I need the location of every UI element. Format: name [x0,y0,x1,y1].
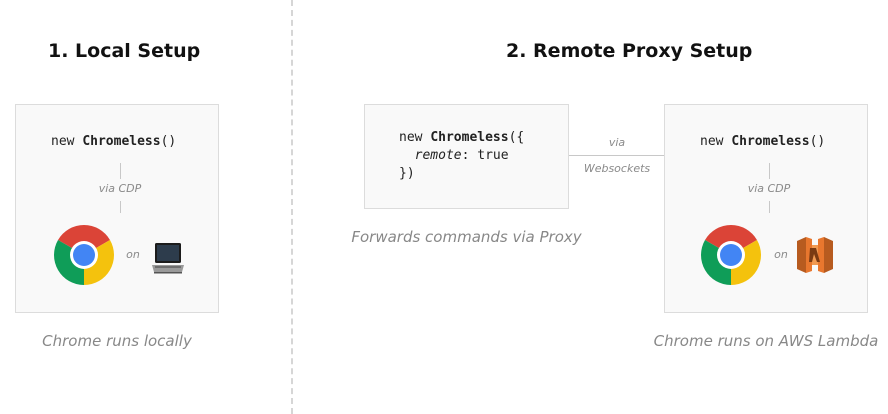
remote-setup-box: new Chromeless() via CDP on [664,104,868,313]
link-websockets-label: Websockets [583,162,651,175]
local-setup-heading: 1. Local Setup [48,40,201,62]
aws-lambda-icon [797,235,833,275]
section-divider [291,0,293,414]
remote-connector-bottom [769,201,770,213]
local-code: new Chromeless() [51,134,177,149]
remote-caption: Chrome runs on AWS Lambda [653,332,879,350]
chrome-icon [54,225,114,285]
local-on-label: on [126,248,140,261]
remote-code: new Chromeless() [700,134,826,149]
local-setup-box: new Chromeless() via CDP on [15,104,219,313]
link-via-label: via [608,136,626,149]
chrome-icon [701,225,761,285]
local-via-cdp-label: via CDP [98,182,142,195]
remote-via-cdp-label: via CDP [747,182,791,195]
proxy-caption: Forwards commands via Proxy [351,228,582,246]
local-caption: Chrome runs locally [42,332,192,350]
remote-connector-top [769,163,770,179]
websocket-link-line [569,155,664,156]
proxy-code-box: new Chromeless({ remote: true }) [364,104,569,209]
proxy-code: new Chromeless({ remote: true }) [399,130,525,181]
laptop-icon [152,241,184,275]
remote-setup-heading: 2. Remote Proxy Setup [506,40,753,62]
local-connector-top [120,163,121,179]
local-connector-bottom [120,201,121,213]
remote-on-label: on [774,248,788,261]
